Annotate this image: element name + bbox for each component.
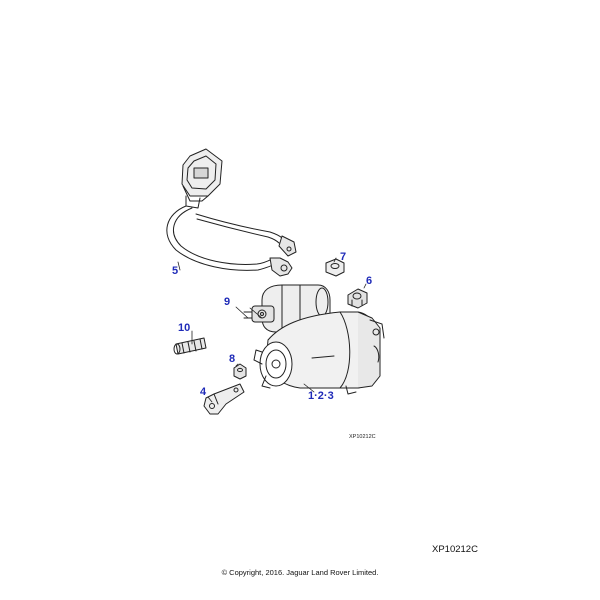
stud-part-10 [173, 337, 207, 355]
wiring-harness-part-5 [166, 148, 297, 277]
starter-motor-part-1-2-3 [243, 284, 385, 395]
copyright-notice: © Copyright, 2016. Jaguar Land Rover Lim… [221, 568, 379, 577]
callout-7: 7 [340, 251, 347, 263]
callout-2: 2 [317, 390, 324, 402]
nut-part-7 [325, 258, 345, 277]
nut-part-6 [347, 288, 368, 309]
bracket-part-4 [203, 383, 245, 415]
figure-reference: XP10212C [432, 544, 478, 555]
callout-9: 9 [224, 296, 231, 308]
callout-leader-lines [177, 257, 367, 403]
callout-8: 8 [229, 353, 236, 365]
callout-4: 4 [200, 386, 207, 398]
callout-10: 10 [178, 322, 191, 334]
callout-6: 6 [366, 275, 373, 287]
callout-3: 3 [327, 390, 334, 402]
diagram-small-reference: XP10212C [349, 434, 376, 440]
callout-1-2-3: 1·2·3 [308, 390, 334, 402]
callout-5: 5 [172, 265, 179, 277]
nut-part-8 [233, 363, 247, 380]
callout-1: 1 [308, 390, 315, 402]
